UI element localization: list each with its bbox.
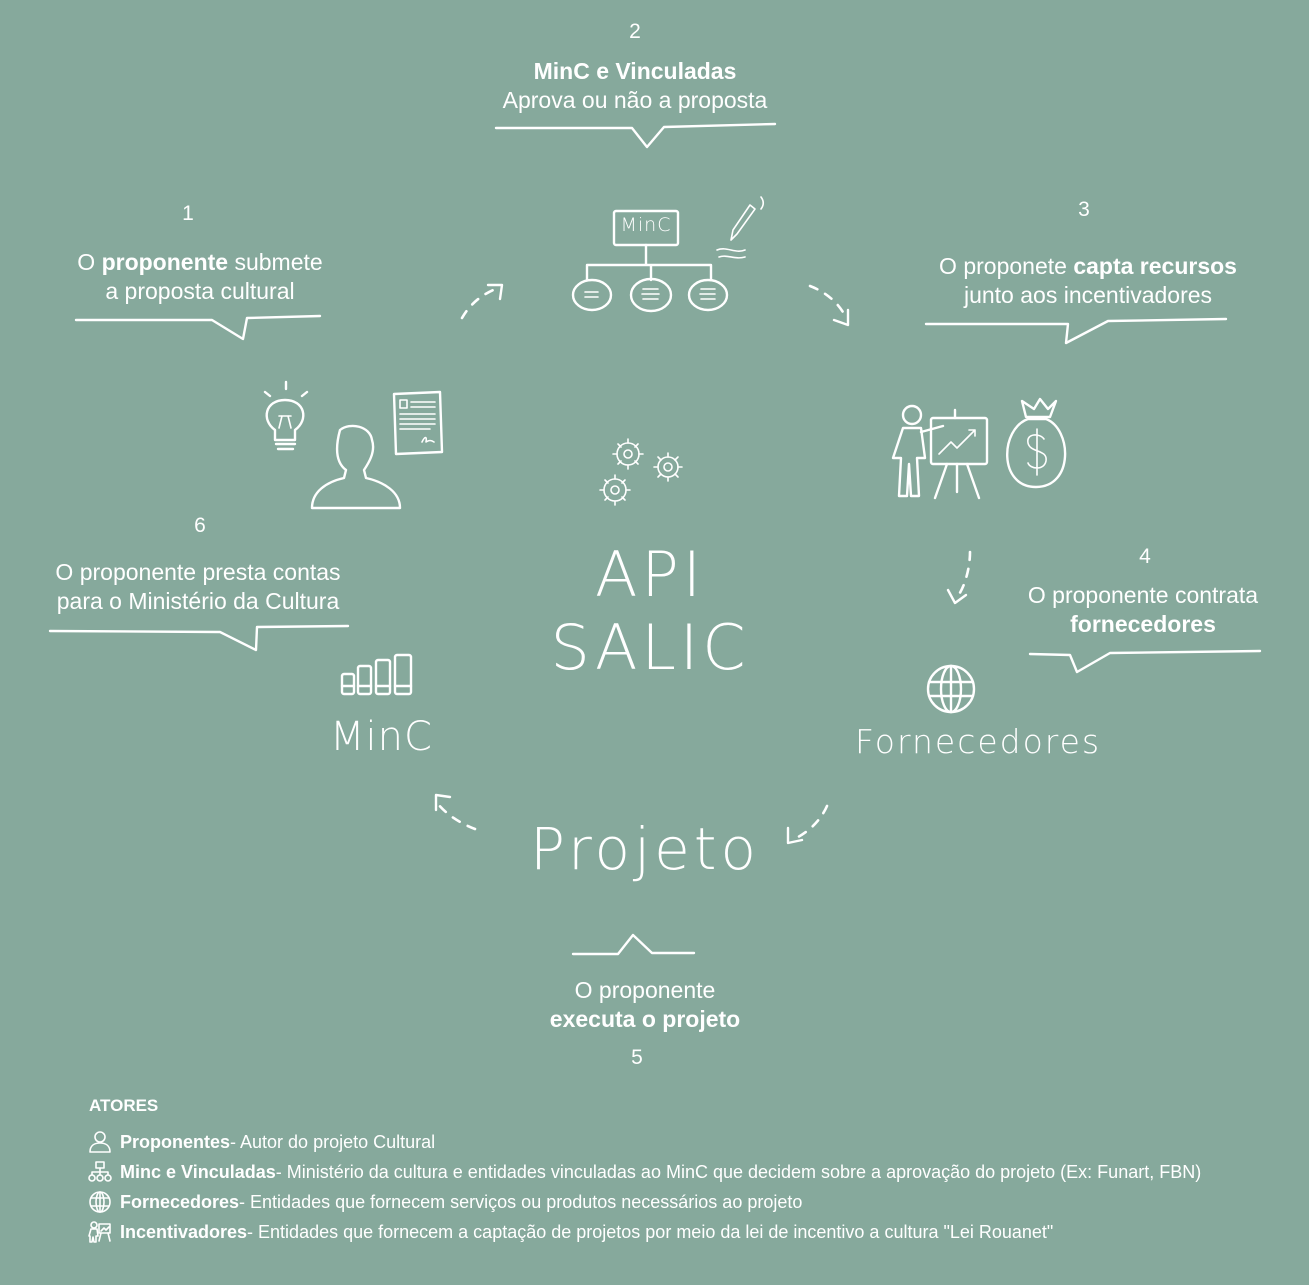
legend-desc: - Autor do projeto Cultural: [230, 1131, 436, 1152]
minc-box-label: MinC: [620, 214, 672, 236]
presenter-icon: [88, 1220, 112, 1244]
step-5-number: 5: [631, 1046, 643, 1069]
arrow-4-to-5: [786, 804, 829, 845]
legend-name: Proponentes: [120, 1131, 231, 1152]
step-3-caption: O proponete capta recursos junto aos inc…: [918, 252, 1258, 310]
person-icon: [310, 424, 402, 510]
step-1-text-post: submete: [228, 249, 323, 275]
legend-item-incentivadores: Incentivadores - Entidades que fornecem …: [88, 1220, 1053, 1244]
legend-name: Incentivadores: [120, 1221, 248, 1242]
step-1-number: 1: [182, 202, 194, 225]
minc-bottom-label: MinC: [330, 714, 433, 760]
step-1-text-pre: O: [77, 249, 102, 275]
step-2-title: MinC e Vinculadas: [533, 58, 737, 84]
step-1-bold: proponente: [101, 249, 229, 275]
step-1-text-line2: a proposta cultural: [105, 278, 295, 304]
step-1-caption: O proponente submete a proposta cultural: [40, 248, 360, 306]
legend-item-fornecedores: Fornecedores - Entidades que fornecem se…: [88, 1190, 802, 1214]
step-4-bold: fornecedores: [1070, 611, 1216, 637]
step-2-caption: MinC e Vinculadas Aprova ou não a propos…: [455, 57, 815, 115]
org-chart-icon: [88, 1160, 112, 1184]
legend-desc: - Entidades que fornecem serviços ou pro…: [239, 1191, 803, 1212]
gears-icon: [599, 438, 683, 506]
arrow-2-to-3: [808, 284, 850, 327]
presenter-icon: [891, 404, 989, 500]
org-chart-icon: [571, 196, 765, 313]
legend-desc: - Entidades que fornecem a captação de p…: [247, 1221, 1054, 1242]
money-bag-icon: [1006, 397, 1067, 489]
step-6-text: O proponente presta contas: [55, 559, 341, 585]
step-3-number: 3: [1078, 198, 1090, 221]
legend-name: Fornecedores: [120, 1191, 240, 1212]
step-5-caption: O proponente executa o projeto: [490, 976, 800, 1034]
document-icon: [392, 390, 444, 456]
legend-item-proponentes: Proponentes - Autor do projeto Cultural: [88, 1130, 435, 1154]
arrow-5-to-6: [434, 793, 477, 831]
step-5-bold: executa o projeto: [549, 1006, 741, 1032]
globe-icon: [926, 664, 976, 714]
legend-item-minc: Minc e Vinculadas - Ministério da cultur…: [88, 1160, 1201, 1184]
legend-title: ATORES: [89, 1096, 159, 1115]
step-3-bold: capta recursos: [1073, 253, 1237, 279]
person-icon: [88, 1130, 112, 1154]
globe-icon: [88, 1190, 112, 1214]
step-6-number: 6: [194, 514, 206, 537]
projeto-label: Projeto: [530, 815, 761, 883]
step-3-text-pre: O proponete: [939, 253, 1074, 279]
step-5-text: O proponente: [574, 977, 716, 1003]
legend-desc: - Ministério da cultura e entidades vinc…: [275, 1161, 1202, 1182]
legend-name: Minc e Vinculadas: [120, 1161, 276, 1182]
lightbulb-icon: [263, 380, 309, 451]
arrow-3-to-4: [946, 550, 972, 605]
step-2-text: Aprova ou não a proposta: [502, 87, 768, 113]
step-4-text: O proponente contrata: [1027, 582, 1259, 608]
step-6-caption: O proponente presta contas para o Minist…: [28, 558, 368, 616]
folders-icon: [340, 653, 413, 696]
step-6-text-line2: para o Ministério da Cultura: [56, 588, 340, 614]
step-3-text-line2: junto aos incentivadores: [963, 282, 1213, 308]
step-2-number: 2: [629, 20, 641, 43]
arrow-1-to-2: [460, 283, 504, 320]
step-4-caption: O proponente contrata fornecedores: [1000, 581, 1286, 639]
step-4-number: 4: [1139, 545, 1151, 568]
center-title: API SALIC: [550, 538, 750, 684]
